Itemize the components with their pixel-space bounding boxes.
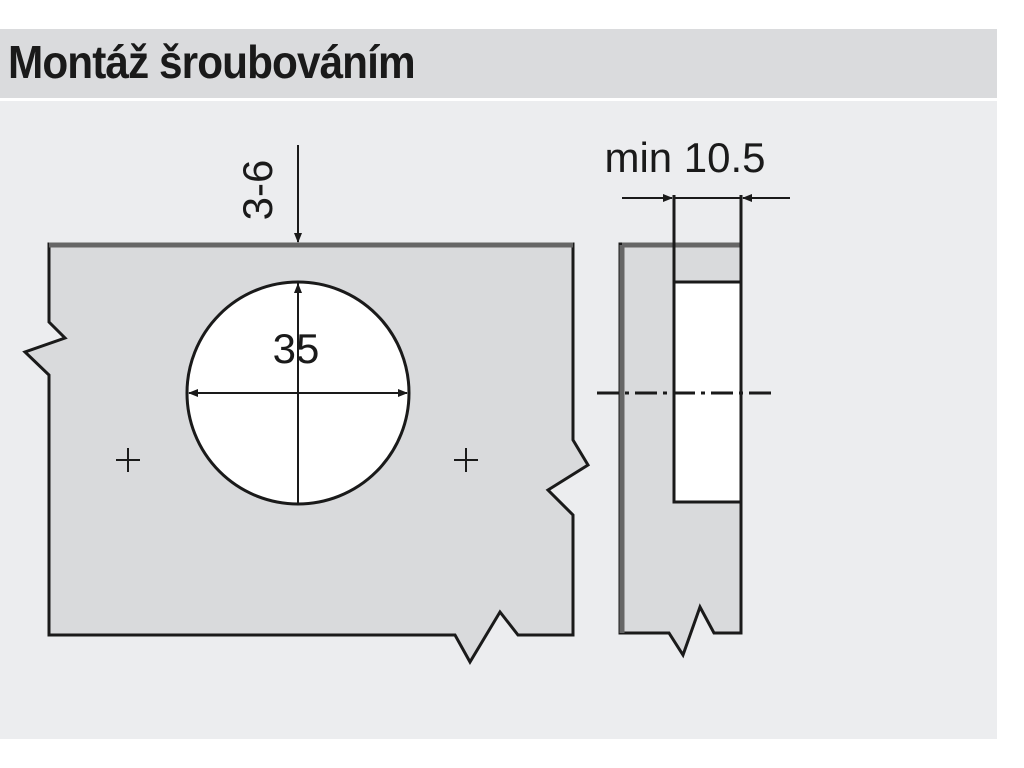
title-bar: Montáž šroubováním [0,29,997,98]
screw-mark-right [454,448,478,472]
screw-mark-left [116,448,140,472]
cup-diameter-label: 35 [273,325,320,372]
door-panel-side-view: min 10.5 [597,134,790,659]
door-panel-front-view: 35 3-6 [22,145,591,665]
page-title: Montáž šroubováním [8,36,416,88]
edge-distance-label: 3-6 [234,160,281,221]
min-thickness-label: min 10.5 [604,134,765,181]
